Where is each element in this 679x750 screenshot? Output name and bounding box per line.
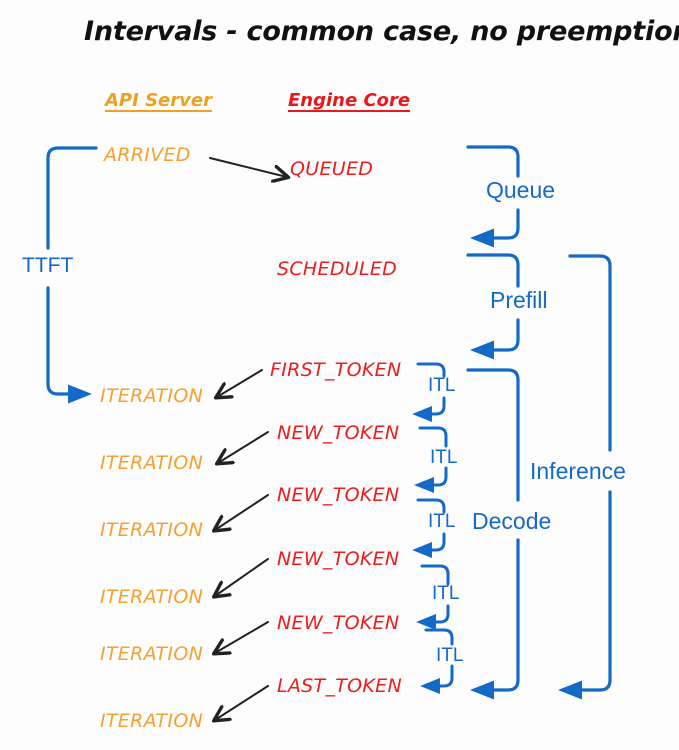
interval-label-itl-2: ITL — [430, 447, 458, 468]
bracket-itl-3 — [412, 498, 446, 558]
arrow-new-token-4-to-iteration — [215, 621, 269, 653]
interval-label-itl-4: ITL — [432, 583, 460, 604]
column-header-engine-core: Engine Core — [288, 90, 411, 111]
bracket-prefill — [466, 253, 520, 360]
interval-label-inference: Inference — [530, 458, 626, 484]
interval-label-itl-3: ITL — [428, 511, 456, 532]
state-iteration-4: ITERATION — [100, 586, 204, 608]
column-header-api-server: API Server — [105, 90, 212, 111]
state-last-token: LAST_TOKEN — [277, 675, 402, 697]
interval-label-itl-5: ITL — [436, 645, 464, 666]
bracket-itl-4 — [416, 564, 450, 630]
arrow-new-token-1-to-iteration — [218, 431, 269, 463]
state-queued: QUEUED — [290, 158, 374, 180]
state-iteration-6: ITERATION — [100, 710, 204, 732]
arrow-new-token-2-to-iteration — [215, 494, 269, 530]
bracket-itl-5 — [420, 628, 454, 694]
state-iteration-2: ITERATION — [100, 452, 204, 474]
arrow-first-token-to-iteration — [217, 369, 263, 397]
state-new-token-3: NEW_TOKEN — [277, 548, 400, 570]
bracket-itl-1 — [412, 362, 446, 422]
interval-label-decode: Decode — [472, 508, 552, 534]
state-iteration-5: ITERATION — [100, 643, 204, 665]
state-new-token-4: NEW_TOKEN — [277, 612, 400, 634]
state-new-token-1: NEW_TOKEN — [277, 422, 400, 444]
arrow-arrived-to-queued — [209, 157, 287, 177]
interval-label-ttft: TTFT — [22, 254, 74, 277]
bracket-queue — [466, 145, 520, 248]
state-iteration-3: ITERATION — [100, 519, 204, 541]
state-first-token: FIRST_TOKEN — [270, 359, 402, 381]
page-title: Intervals - common case, no preemptions — [84, 16, 679, 47]
state-arrived: ARRIVED — [104, 144, 191, 166]
arrow-new-token-3-to-iteration — [215, 558, 269, 596]
bracket-decode — [466, 368, 520, 700]
state-iteration-1: ITERATION — [100, 385, 204, 407]
state-new-token-2: NEW_TOKEN — [277, 484, 400, 506]
interval-label-itl-1: ITL — [428, 375, 456, 396]
state-scheduled: SCHEDULED — [277, 258, 398, 280]
interval-label-queue: Queue — [486, 177, 556, 203]
arrow-last-token-to-iteration — [215, 685, 269, 720]
bracket-inference — [558, 254, 612, 700]
bracket-itl-2 — [414, 426, 448, 493]
bracket-ttft — [46, 146, 98, 404]
interval-label-prefill: Prefill — [490, 287, 548, 313]
